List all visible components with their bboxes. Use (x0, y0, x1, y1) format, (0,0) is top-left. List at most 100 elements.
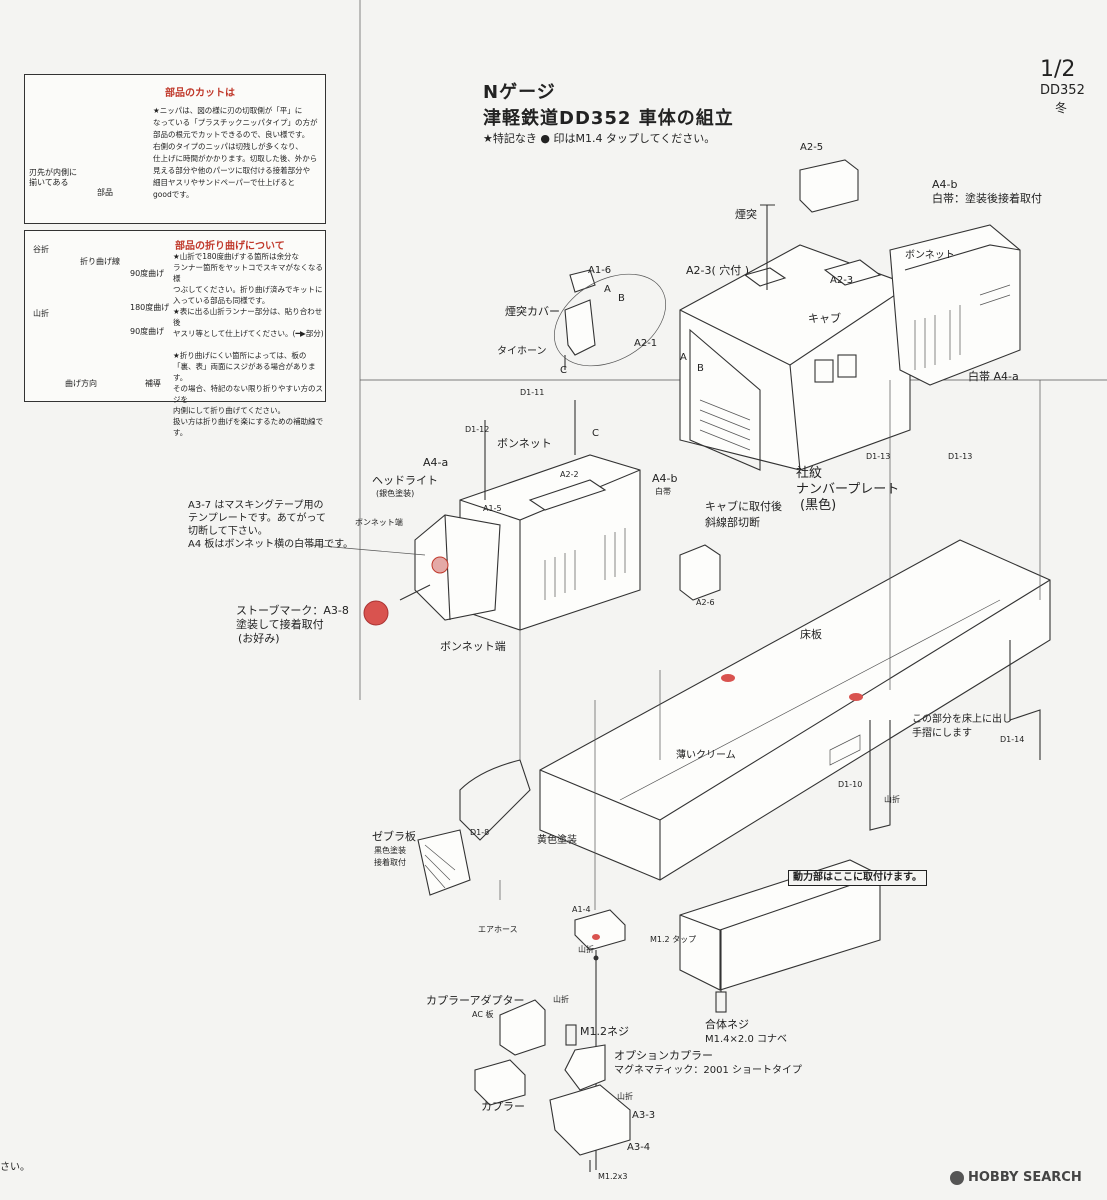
deg180-label: 180度曲げ (130, 303, 170, 312)
fold-line-label: 折り曲げ線 (80, 257, 120, 266)
blade-label: 刃先が内側に 揃いてある (29, 168, 77, 187)
label-cab-note2: 斜線部切断 (705, 516, 760, 529)
label-a3-7-line2: テンプレートです。あてがって (188, 513, 326, 524)
bend-line: つぶしてください。折り曲げ済みでキットに (173, 285, 323, 294)
label-a1-6: A1-6 (588, 265, 612, 276)
bend-line: その場合、特記のない限り折りやすい方のスジを (173, 384, 323, 404)
label-usui-cream: 薄いクリーム (676, 750, 736, 761)
label-headlight: ヘッドライト (372, 474, 438, 487)
bend-line: ヤスリ等として仕上げてください。(━▶部分) (173, 329, 324, 338)
label-bonnet-top: ボンネット (905, 250, 955, 261)
label-bonnet-end: ボンネット端 (355, 518, 403, 527)
cut-line: なっている「プラスチックニッパタイプ」の方が (153, 118, 318, 127)
page-number: 1/2 (1040, 57, 1076, 82)
label-m12-tap: M1.2 タップ (650, 935, 697, 944)
season-label: 冬 (1055, 101, 1068, 115)
label-a2-1: A2-1 (634, 338, 658, 349)
label-d1-8: D1-8 (470, 828, 490, 837)
bend-line: 「裏、表」両面にスジがある場合があります。 (173, 362, 316, 382)
label-m12x3: M1.2x3 (598, 1172, 628, 1181)
label-yamaori-1: 山折 (884, 795, 900, 804)
floor-plate-drawing (539, 539, 1051, 881)
part-label: 部品 (97, 188, 113, 197)
label-a2-2: A2-2 (560, 470, 579, 479)
watermark-text: HOBBY SEARCH (968, 1170, 1082, 1185)
cut-line: 右側のタイプのニッパは切残しが多くなり、 (153, 142, 303, 151)
rear-hood-drawing (889, 224, 1021, 386)
cut-line: 細目ヤスリやサンドペーパーで仕上げると (153, 178, 295, 187)
label-b-cover: B (618, 293, 625, 304)
label-coupler-adapter: カプラーアダプター (426, 994, 525, 1007)
label-a4-b-mid: A4-b (652, 472, 678, 485)
label-a-cover: A (604, 284, 611, 295)
label-stove-3: (お好み) (238, 632, 280, 645)
front-hood-drawing (459, 400, 641, 631)
label-a-cab: A (680, 352, 687, 363)
label-a2-6: A2-6 (696, 598, 715, 607)
bend-line: 内側にして折り曲げてください。 (173, 406, 286, 415)
header-note: ★特記なき ● 印はM1.4 タップしてください。 (483, 132, 716, 145)
label-a4-b-top: A4-b (932, 178, 958, 191)
mountain-label: 山折 (33, 309, 49, 318)
model-number: DD352 (1040, 83, 1085, 98)
corner-text: さい。 (0, 1162, 30, 1173)
label-gotai-screw: 合体ネジ (705, 1018, 749, 1031)
label-yukaita: 床板 (800, 628, 822, 641)
bend-line: ★折り曲げにくい箇所によっては、板の (173, 351, 307, 360)
label-cab: キャブ (808, 312, 841, 325)
watermark: HOBBY SEARCH (950, 1170, 1082, 1185)
label-cab-note1: キャブに取付後 (705, 500, 782, 513)
label-d1-11: D1-11 (520, 388, 545, 397)
label-b-cab: B (697, 363, 704, 374)
deg90b-label: 90度曲げ (130, 327, 165, 336)
page-title-line1: Nゲージ (483, 82, 556, 103)
label-kiiro: 黄色塗装 (537, 835, 577, 846)
a2-6-part (679, 544, 721, 601)
bend-box-text: ★山折で180度曲げする箇所は余分な ランナー箇所をヤットコでスキマがなくなる様… (173, 251, 325, 438)
bend-instructions-box: 部品の折り曲げについて ★山折で180度曲げする箇所は余分な ランナー箇所をヤッ… (24, 230, 326, 437)
cab-drawing (679, 244, 911, 471)
label-d1-14: D1-14 (1000, 735, 1025, 744)
cut-line: goodです。 (153, 190, 194, 199)
label-yamaori-2: 山折 (578, 945, 594, 954)
label-c-horn: C (560, 365, 567, 376)
a2-5-part (799, 159, 859, 213)
power-unit-badge: 動力部はここに取付けます。 (788, 870, 927, 886)
cut-line: 部品の根元でカットできるので、良い様です。 (153, 130, 310, 139)
lead-lines (309, 380, 1041, 910)
label-zebra-3: 接着取付 (374, 858, 406, 867)
label-hakutai-a4a: 白帯 A4-a (968, 370, 1019, 383)
label-a2-3b: A2-3 (830, 275, 854, 286)
label-a3-7-line1: A3-7 はマスキングテープ用の (188, 500, 324, 511)
watermark-logo-icon (950, 1170, 964, 1185)
label-a4-b-note: 白帯：塗装後接着取付 (932, 192, 1042, 205)
label-coupler: カプラー (481, 1100, 525, 1113)
cut-box-text: ★ニッパは、図の様に刃の切取側が「平」に なっている「プラスチックニッパタイプ」… (153, 105, 317, 201)
label-a3-7-line3: 切断して下さい。 (188, 526, 268, 537)
label-a2-3: A2-3( 穴付 ) (686, 264, 750, 277)
label-kuro: (黒色) (800, 498, 837, 513)
bonnet-end-drawing (399, 514, 501, 621)
bend-line: ★表に出る山折ランナー部分は、貼り合わせ後 (173, 307, 323, 327)
valley-label: 谷折 (33, 245, 49, 254)
cut-line: ★ニッパは、図の様に刃の切取側が「平」に (153, 106, 303, 115)
label-d1-12: D1-12 (465, 425, 490, 434)
label-a2-5: A2-5 (800, 142, 824, 153)
bend-line: 扱い方は折り曲げを楽にするための補助線です。 (173, 417, 324, 437)
label-a1-5: A1-5 (483, 504, 502, 513)
bend-direction-label: 曲げ方向 (65, 379, 97, 388)
label-stove-1: ストーブマーク：A3-8 (236, 604, 349, 617)
bend-line (173, 339, 325, 350)
page-title-line2: 津軽鉄道DD352 車体の組立 (483, 108, 734, 129)
label-option-coupler: オプションカプラー (614, 1049, 713, 1062)
coupler-parts-drawing (474, 999, 631, 1172)
reference-label: 補導 (145, 379, 161, 388)
cut-line: 見える部分や他のパーツに取付ける接着部分や (153, 166, 311, 175)
label-handrail-2: 手摺にします (912, 728, 972, 739)
label-m12-screw: M1.2ネジ (580, 1025, 629, 1038)
label-yamaori-3: 山折 (553, 995, 569, 1004)
label-zebra-2: 黒色塗装 (374, 846, 406, 855)
label-ac-board: AC 板 (472, 1010, 494, 1019)
label-taihorn: タイホーン (497, 346, 547, 357)
